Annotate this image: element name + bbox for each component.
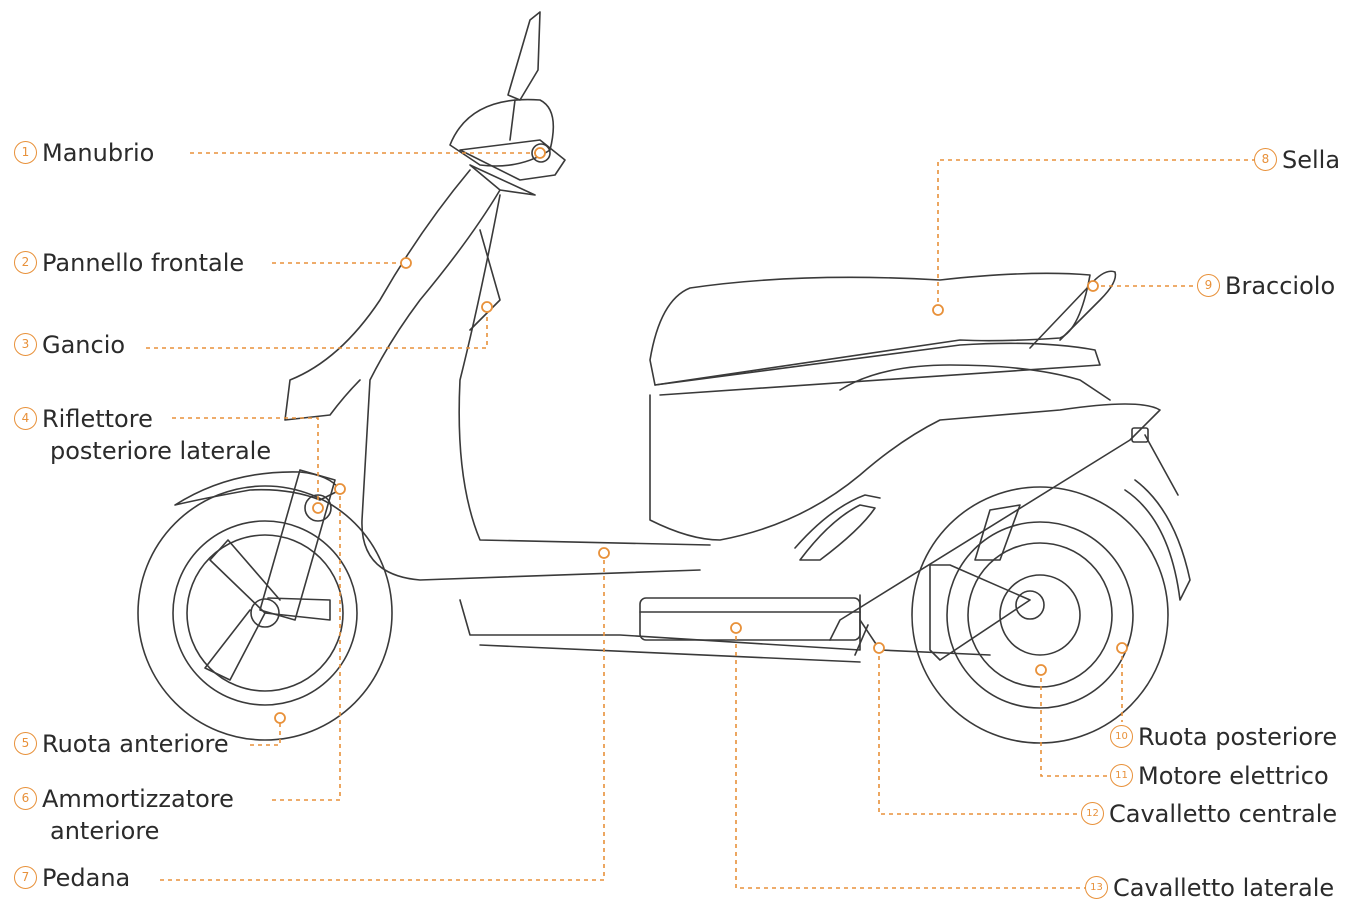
part-name: Ammortizzatore <box>42 785 234 813</box>
number-badge: 12 <box>1081 801 1104 825</box>
part-name: Pannello frontale <box>42 249 245 277</box>
part-name: Pedana <box>42 864 131 892</box>
part-name: Ruota anteriore <box>42 730 229 758</box>
callout-dot-2 <box>400 257 412 269</box>
callout-dot-1 <box>534 147 546 159</box>
part-name: Gancio <box>42 331 126 359</box>
part-name: Ruota posteriore <box>1138 723 1338 751</box>
part-name-line2: posteriore laterale <box>50 437 272 465</box>
number-badge: 2 <box>14 250 37 274</box>
number-badge: 13 <box>1085 875 1108 899</box>
number-badge: 9 <box>1197 273 1220 297</box>
number-badge: 3 <box>14 332 37 356</box>
callout-dot-4 <box>312 502 324 514</box>
callout-line-13 <box>735 628 1085 889</box>
part-name: Cavalletto centrale <box>1109 800 1338 828</box>
number-badge: 8 <box>1254 147 1277 171</box>
callout-dot-8 <box>932 304 944 316</box>
callout-dots <box>274 147 1128 724</box>
callout-line-6 <box>272 489 341 801</box>
callout-lines <box>146 152 1255 889</box>
scooter-illustration <box>137 11 1191 744</box>
callout-dot-10 <box>1116 642 1128 654</box>
part-name: Sella <box>1282 146 1341 174</box>
number-badge: 1 <box>14 140 37 164</box>
callout-line-3 <box>146 307 488 349</box>
callout-dot-11 <box>1035 664 1047 676</box>
label-riflettore-line2: posteriore laterale <box>50 435 271 467</box>
number-badge: 5 <box>14 731 37 755</box>
callout-dot-12 <box>873 642 885 654</box>
callout-line-11 <box>1040 670 1111 777</box>
callout-line-7 <box>160 553 605 881</box>
part-name-line2: anteriore <box>50 817 160 845</box>
callout-dot-7 <box>598 547 610 559</box>
part-name: Cavalletto laterale <box>1113 874 1335 902</box>
callout-dot-5 <box>274 712 286 724</box>
callout-line-4 <box>172 417 319 508</box>
callout-dot-13 <box>730 622 742 634</box>
number-badge: 10 <box>1110 724 1133 748</box>
callout-dot-6 <box>334 483 346 495</box>
part-name: Riflettore <box>42 405 153 433</box>
part-name: Bracciolo <box>1225 272 1336 300</box>
callout-dot-9 <box>1087 280 1099 292</box>
callout-line-12 <box>878 648 1081 815</box>
callout-line-5 <box>250 718 281 746</box>
number-badge: 4 <box>14 406 37 430</box>
part-name: Motore elettrico <box>1138 762 1329 790</box>
number-badge: 11 <box>1110 763 1133 787</box>
number-badge: 7 <box>14 865 37 889</box>
callout-line-8 <box>937 159 1255 310</box>
number-badge: 6 <box>14 786 37 810</box>
callout-dot-3 <box>481 301 493 313</box>
part-name: Manubrio <box>42 139 155 167</box>
label-ammortizzatore-line2: anteriore <box>50 815 159 847</box>
